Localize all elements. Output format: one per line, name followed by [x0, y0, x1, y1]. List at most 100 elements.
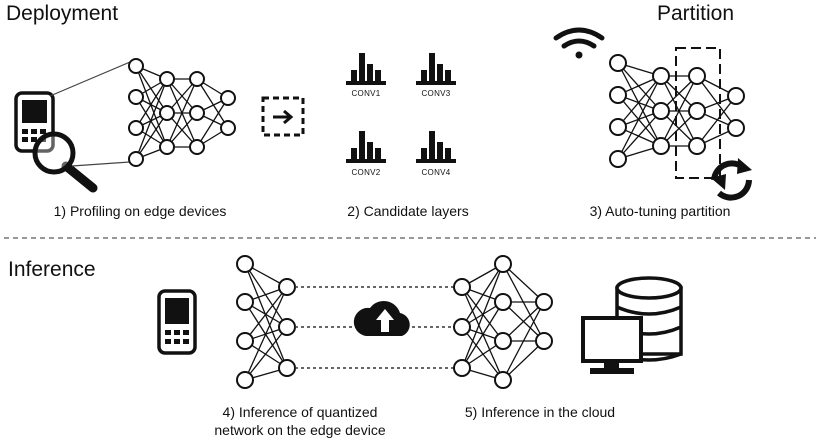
nn-edge: [244, 263, 288, 328]
nn-node: [652, 67, 670, 85]
layer-label-conv2: CONV2: [351, 168, 381, 177]
phone-icon: [157, 289, 197, 355]
nn-node: [236, 255, 254, 273]
transfer-box-icon: [261, 96, 305, 137]
caption-step4-line2: network on the edge device: [214, 422, 386, 438]
caption-step3: 3) Auto-tuning partition: [589, 203, 731, 219]
chart-bar: [375, 148, 381, 159]
nn-edge: [617, 110, 662, 160]
caption-step2: 2) Candidate layers: [347, 203, 469, 219]
nn-node: [453, 278, 471, 296]
monitor-icon: [581, 316, 643, 374]
nn-node: [189, 139, 205, 155]
nn-edge: [617, 75, 662, 128]
nn-node: [128, 89, 144, 105]
nn-node: [189, 105, 205, 121]
nn-edge: [244, 263, 288, 369]
nn-node: [609, 150, 627, 168]
chart-bar: [445, 148, 451, 159]
nn-node: [220, 120, 236, 136]
nn-edge: [660, 75, 698, 147]
nn-node: [652, 137, 670, 155]
nn-edge: [135, 96, 168, 148]
nn-node: [688, 137, 706, 155]
layer-label-conv4: CONV4: [421, 168, 451, 177]
neural-network-icon: [236, 255, 296, 389]
nn-node: [159, 105, 175, 121]
nn-node: [535, 332, 553, 350]
bar-chart-icon: [416, 131, 456, 163]
candidate-layer-charts: [346, 53, 456, 163]
nn-node: [688, 67, 706, 85]
nn-edge: [461, 326, 504, 381]
nn-edge: [502, 301, 545, 342]
nn-node: [278, 359, 296, 377]
nn-edge: [135, 78, 168, 129]
nn-edge: [461, 263, 504, 369]
nn-node: [159, 139, 175, 155]
nn-edge: [135, 65, 168, 114]
nn-node: [128, 120, 144, 136]
nn-edge: [617, 94, 662, 147]
caption-step4-line1: 4) Inference of quantized: [222, 404, 378, 420]
nn-node: [688, 102, 706, 120]
transfer-links: [295, 286, 455, 369]
neural-network-icon: [609, 54, 745, 168]
nn-edge: [135, 112, 168, 160]
nn-edge: [617, 75, 662, 160]
nn-node: [278, 318, 296, 336]
nn-edge: [135, 78, 168, 160]
zoom-lines: [49, 61, 131, 167]
nn-edge: [135, 65, 168, 148]
layer-label-conv1: CONV1: [351, 89, 381, 98]
refresh-icon: [711, 158, 752, 201]
nn-edge: [244, 286, 288, 342]
bar-chart-icon: [416, 53, 456, 85]
nn-edge: [461, 263, 504, 328]
nn-node: [220, 90, 236, 106]
section-title-deployment: Deployment: [6, 2, 119, 25]
nn-edge: [196, 97, 229, 148]
bar-chart-icon: [346, 131, 386, 163]
layer-label-conv3: CONV3: [421, 89, 451, 98]
nn-node: [494, 371, 512, 389]
nn-node: [189, 71, 205, 87]
nn-node: [652, 102, 670, 120]
nn-edge: [196, 78, 229, 129]
nn-node: [727, 87, 745, 105]
nn-node: [494, 293, 512, 311]
nn-node: [494, 255, 512, 273]
nn-node: [159, 71, 175, 87]
nn-edge: [696, 75, 737, 129]
neural-network-icon: [453, 255, 553, 389]
section-title-partition: Partition: [657, 2, 735, 25]
caption-step5: 5) Inference in the cloud: [464, 404, 616, 420]
nn-node: [609, 118, 627, 136]
nn-node: [727, 119, 745, 137]
nn-edge: [502, 340, 545, 381]
chart-bar: [375, 70, 381, 81]
nn-edge: [502, 301, 545, 381]
nn-node: [278, 278, 296, 296]
nn-node: [236, 293, 254, 311]
chart-bar: [359, 131, 365, 159]
chart-bar: [421, 70, 427, 81]
nn-node: [494, 332, 512, 350]
caption-step1: 1) Profiling on edge devices: [53, 203, 227, 219]
nn-node: [236, 371, 254, 389]
wifi-icon: [553, 27, 605, 59]
nn-node: [609, 54, 627, 72]
nn-node: [128, 58, 144, 74]
nn-node: [128, 151, 144, 167]
nn-edge: [244, 326, 288, 381]
chart-bar: [351, 148, 357, 159]
chart-bar: [437, 64, 443, 81]
chart-bar: [429, 131, 435, 159]
neural-network-icon: [128, 58, 236, 167]
nn-node: [535, 293, 553, 311]
nn-node: [453, 359, 471, 377]
chart-bar: [445, 70, 451, 81]
chart-bar: [367, 64, 373, 81]
nn-node: [453, 318, 471, 336]
